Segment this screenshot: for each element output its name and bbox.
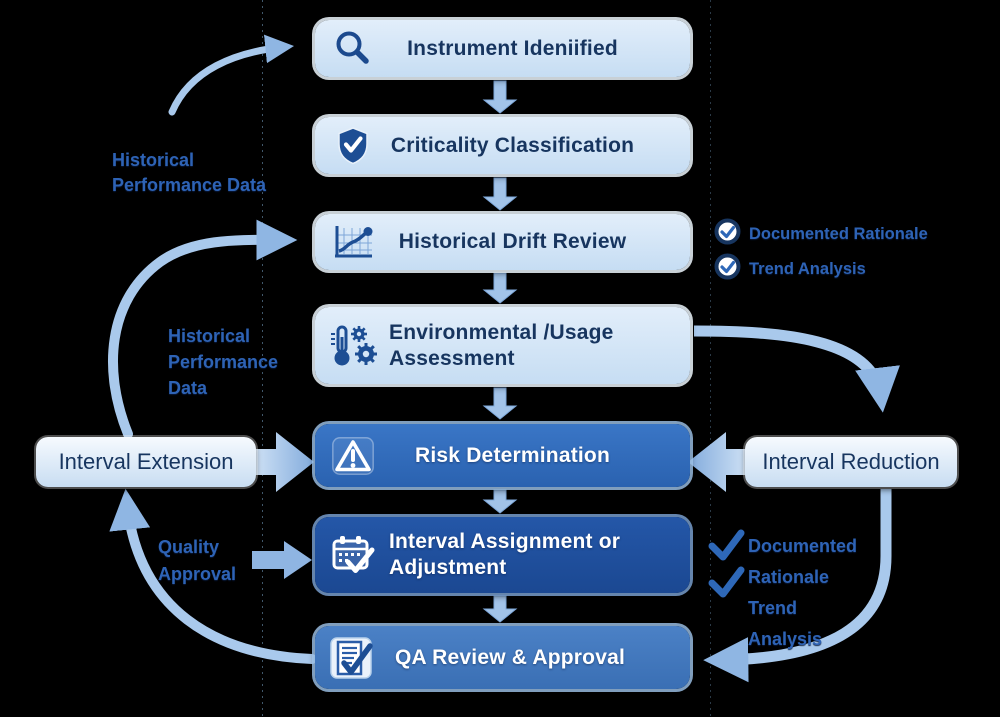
arrow-hist-to-instrument <box>168 34 294 116</box>
down-arrow-1 <box>482 80 518 114</box>
step-criticality-classification: Criticality Classification <box>315 117 690 174</box>
extension-right-arrow <box>250 432 314 492</box>
down-arrow-6 <box>482 595 518 623</box>
reduction-left-arrow <box>688 432 752 492</box>
documented-rationale-item-top: Documented Rationale <box>714 218 928 250</box>
trend-analysis-item-top: Trend Analysis <box>714 253 866 285</box>
step-label: Environmental /Usage Assessment <box>389 320 614 370</box>
down-arrow-3 <box>482 272 518 304</box>
step-qa-review-approval: QA Review & Approval <box>315 626 690 689</box>
calendar-check-icon <box>329 534 377 576</box>
check-icon-documented-bottom <box>708 529 745 561</box>
magnifier-icon <box>329 29 377 69</box>
down-arrow-2 <box>482 177 518 211</box>
step-instrument-identified: Instrument Ideniified <box>315 20 690 77</box>
thermometer-gears-icon <box>329 324 377 368</box>
trend-analysis-label-bottom: Trend Analysis <box>748 598 823 649</box>
interval-reduction-label: Interval Reduction <box>762 449 940 474</box>
step-label: Risk Determination <box>415 443 610 467</box>
documented-rationale-label-bottom: Documented Rationale <box>748 536 858 587</box>
quality-approval-label: Quality Approval <box>158 537 237 584</box>
step-environmental-usage-assessment: Environmental /Usage Assessment <box>315 307 690 384</box>
step-label: Instrument Ideniified <box>407 36 618 60</box>
interval-extension-label: Interval Extension <box>58 449 234 474</box>
step-label: Interval Assignment or Adjustment <box>389 530 621 579</box>
shield-check-icon <box>329 125 377 166</box>
step-interval-assignment-or-adjustment: Interval Assignment or Adjustment <box>315 517 690 593</box>
historical-performance-data-label-mid: Historical Performance Data <box>168 326 279 398</box>
warning-triangle-icon <box>329 436 377 475</box>
step-risk-determination: Risk Determination <box>315 424 690 487</box>
document-check-icon <box>329 636 377 679</box>
interval-reduction-box: Interval Reduction <box>745 437 957 487</box>
quality-approval-arrow <box>252 541 312 579</box>
down-arrow-5 <box>482 489 518 514</box>
down-arrow-4 <box>482 387 518 420</box>
check-icon-trend-bottom <box>708 566 745 598</box>
historical-performance-data-label-top: Historical Performance Data <box>112 150 267 195</box>
step-label: Criticality Classification <box>390 133 635 157</box>
step-label: QA Review & Approval <box>395 645 625 669</box>
trend-chart-icon <box>329 222 377 262</box>
step-historical-drift-review: Historical Drift Review <box>315 214 690 270</box>
interval-extension-box: Interval Extension <box>36 437 256 487</box>
circle-check-icon <box>714 253 741 285</box>
step-label: Historical Drift Review <box>398 230 627 253</box>
circle-check-icon <box>714 218 741 250</box>
arrow-assessment-to-reduction <box>693 325 900 413</box>
documented-rationale-label-top: Documented Rationale <box>749 224 928 243</box>
trend-analysis-label-top: Trend Analysis <box>749 259 866 278</box>
